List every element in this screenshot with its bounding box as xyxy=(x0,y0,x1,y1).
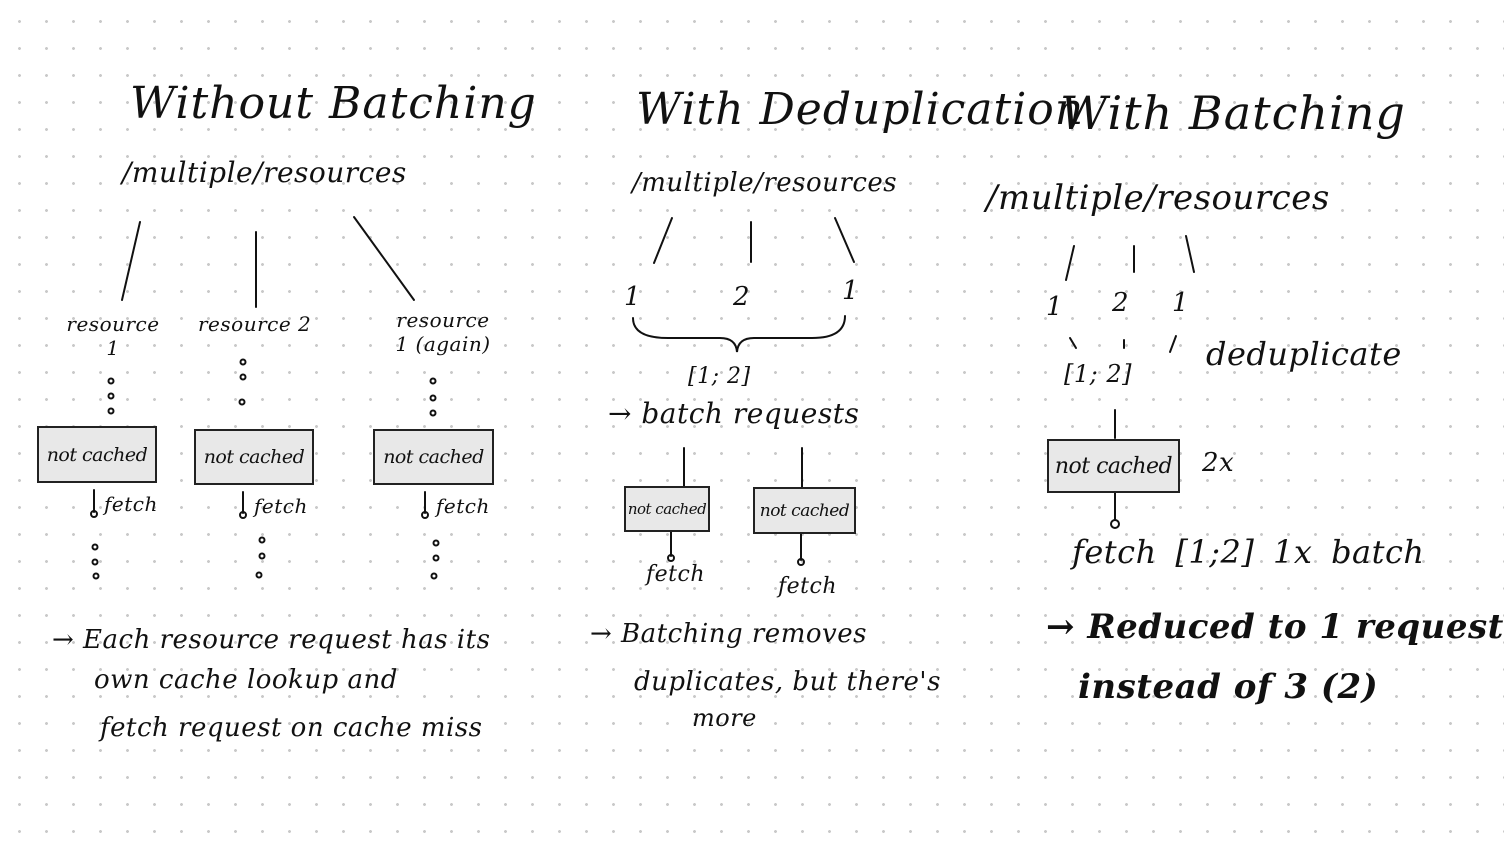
fetch-label: fetch xyxy=(254,494,308,518)
item-label: 2 xyxy=(1112,288,1130,318)
note-line: own cache lookup and xyxy=(94,665,398,695)
connector-line xyxy=(1069,337,1077,349)
cache-box: not cached xyxy=(1047,439,1180,493)
cache-box-resource-2: not cached xyxy=(194,429,314,485)
fetch-label: fetch xyxy=(778,574,837,599)
batch-requests-label: → batch requests xyxy=(608,397,860,430)
fetch-label: fetch xyxy=(104,492,158,516)
connector-line xyxy=(653,217,673,264)
path-label: /multiple/resources xyxy=(986,178,1330,218)
title-without-batching: Without Batching xyxy=(130,78,537,129)
cache-box-right: not cached xyxy=(753,487,856,534)
note-line: fetch request on cache miss xyxy=(100,713,483,743)
connector-line xyxy=(1185,235,1195,273)
path-label: /multiple/resources xyxy=(122,156,407,189)
merged-ids: [1; 2] xyxy=(688,364,751,389)
item-label: 1 xyxy=(1046,292,1064,322)
diagram-connectors xyxy=(90,216,1195,580)
resource-1-label: resource 1 xyxy=(66,312,160,360)
fetch-label: fetch xyxy=(436,494,490,518)
connector-line xyxy=(1169,335,1177,353)
connector-line xyxy=(1065,245,1075,281)
title-with-deduplication: With Deduplication xyxy=(636,84,1085,135)
fetch-label: fetch xyxy=(646,562,705,587)
note-line: duplicates, but there's xyxy=(634,667,941,697)
resource-1-again-label: resource 1 (again) xyxy=(395,308,491,356)
cache-box-left: not cached xyxy=(624,486,710,532)
cache-box-resource-1-again: not cached xyxy=(373,429,494,485)
item-label: 2 xyxy=(733,282,751,312)
item-label: 1 xyxy=(842,276,860,306)
note-line: → Batching removes xyxy=(590,619,867,649)
curly-brace xyxy=(632,315,846,353)
cache-box-resource-1: not cached xyxy=(37,426,157,483)
dotted-continuation xyxy=(91,358,440,580)
deduplicate-label: deduplicate xyxy=(1206,335,1402,373)
fetch-batch-line: fetch [1;2] 1x batch xyxy=(1072,533,1425,571)
title-with-batching: With Batching xyxy=(1060,86,1406,140)
connector-line xyxy=(834,217,855,263)
lookup-count: 2x xyxy=(1202,448,1235,478)
item-label: 1 xyxy=(624,282,642,312)
note-line: → Reduced to 1 request xyxy=(1046,607,1504,647)
note-line: → Each resource request has its xyxy=(52,625,491,655)
item-label: 1 xyxy=(1172,288,1190,318)
note-line: instead of 3 (2) xyxy=(1078,667,1379,707)
note-line: more xyxy=(692,704,757,732)
resource-2-label: resource 2 xyxy=(198,312,312,336)
merged-ids: [1; 2] xyxy=(1064,360,1132,388)
connector-line xyxy=(121,221,141,301)
connector-line xyxy=(353,216,415,301)
path-label: /multiple/resources xyxy=(632,168,898,198)
